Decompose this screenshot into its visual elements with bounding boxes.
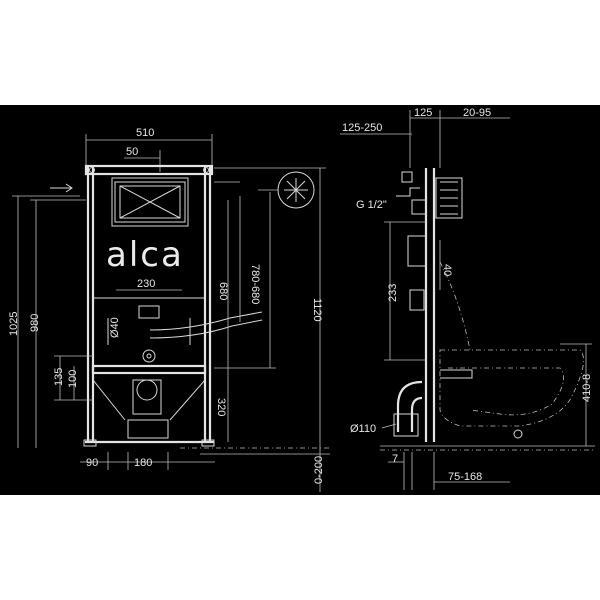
dim-bottom-75-168: 75-168 <box>448 471 482 483</box>
dim-bottom-90: 90 <box>86 457 98 469</box>
dim-top-125-250: 125-250 <box>342 122 382 134</box>
dim-40: 40 <box>441 264 453 276</box>
dim-width-top: 510 <box>136 127 154 139</box>
dim-top-125: 125 <box>414 107 432 119</box>
dim-100: 100 <box>67 370 79 388</box>
dim-680: 680 <box>217 282 229 300</box>
dim-135: 135 <box>53 368 65 386</box>
dim-height-total: 1120 <box>311 298 323 322</box>
dim-bottom-180: 180 <box>134 457 152 469</box>
dim-410-8: 410-8 <box>581 374 593 402</box>
dim-offset-top: 50 <box>126 146 138 158</box>
front-view: 510 50 alca 230 Ø40 <box>8 127 330 492</box>
dim-width-mid: 230 <box>137 278 155 290</box>
dim-thread: G 1/2" <box>356 199 387 211</box>
dim-dia-110: Ø110 <box>350 423 376 435</box>
dim-bottom-7: 7 <box>392 453 398 465</box>
dim-height-left-b: 980 <box>29 314 41 332</box>
dim-320: 320 <box>215 398 227 416</box>
side-view: 125 20-95 125-250 G 1/2" 233 40 Ø110 <box>340 107 595 490</box>
technical-drawing-sheet: 510 50 alca 230 Ø40 <box>0 105 600 495</box>
dim-780-680: 780-680 <box>249 264 261 304</box>
dim-floor-range: 0-200 <box>313 456 325 484</box>
alca-logo: alca <box>106 235 184 275</box>
installation-frame-drawing: 510 50 alca 230 Ø40 <box>8 107 595 492</box>
dim-top-20-95: 20-95 <box>463 107 491 119</box>
dim-dia-40: Ø40 <box>109 317 121 338</box>
dim-233: 233 <box>387 284 399 302</box>
dim-height-left-a: 1025 <box>8 312 20 336</box>
